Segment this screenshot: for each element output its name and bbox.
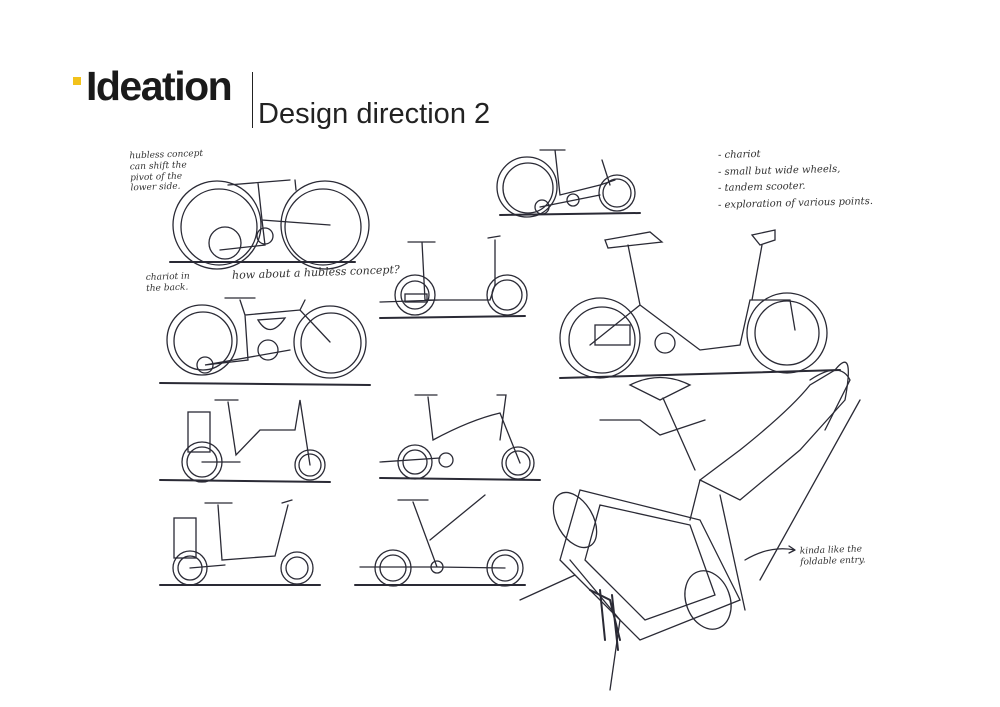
ideas-list: - chariot - small but wide wheels, - tan… [718,146,873,212]
sketch-chariot-scooter [559,229,841,379]
sketch-curved-frame-bike [379,394,541,481]
sketch-scooter [379,235,528,319]
note-hubless-pivot: hubless concept can shift the pivot of t… [129,148,204,194]
sketch-folding-cargo-bike [159,499,321,586]
ideas-list-item: - exploration of various points. [717,195,874,211]
sketch-compact-bike [496,149,641,218]
brand-title: Ideation [86,63,233,109]
note-chariot-back: chariot in the back. [145,271,190,294]
page-subtitle: Design direction 2 [258,98,491,130]
sketch-hubless-bike [169,179,370,270]
note-foldable: kinda like the foldable entry. [799,544,866,568]
sketch-cargo-bike [159,399,331,483]
logo-accent-square [73,77,81,85]
sketch-tricycle-chariot [519,361,861,691]
sketch-loop-frame-bike [159,297,371,386]
sketch-long-frame-bike [354,494,526,587]
title-divider [252,72,253,128]
